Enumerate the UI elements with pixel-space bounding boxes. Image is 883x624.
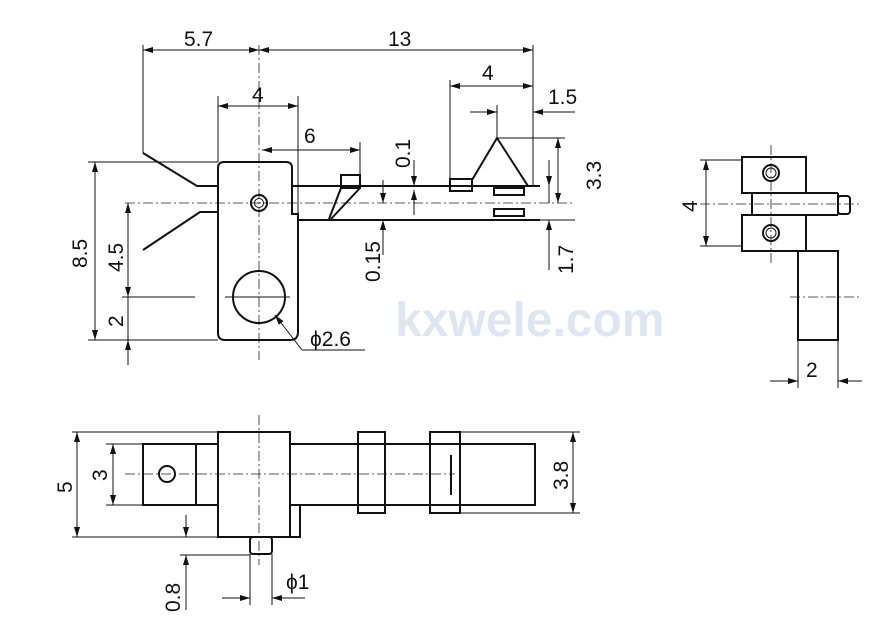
drawing-line	[195, 443, 219, 506]
bottom-dim-width: 5	[54, 481, 77, 493]
dim-actuator: 6	[304, 125, 316, 148]
dim-gap-lower: 0.15	[362, 241, 385, 282]
body-block	[217, 431, 291, 538]
bottom-pin	[249, 536, 273, 555]
lower-contact-blade	[142, 211, 540, 251]
front-view: 5.7 13 4 6 4 1.5 0.1 0.15 3.3 1.7 8.5	[69, 28, 606, 365]
mounting-plate	[217, 161, 299, 341]
ring-1	[357, 431, 386, 514]
dim-13: 13	[388, 28, 411, 51]
dim-bottom: 2	[105, 315, 128, 327]
contact-base	[449, 178, 473, 192]
dim-contact-height: 3.3	[583, 161, 606, 190]
dim-contact-zone: 4	[482, 62, 494, 85]
dim-hole-diameter: ϕ2.6	[310, 328, 351, 351]
dim-hole-offset: 4.5	[105, 243, 128, 272]
dim-contact-tip: 1.5	[548, 86, 577, 109]
lower-contact-point	[493, 208, 525, 217]
upper-contact-point	[493, 187, 525, 196]
watermark: kxwele.com	[395, 294, 664, 347]
side-pin	[837, 195, 851, 215]
dim-5-7: 5.7	[184, 28, 213, 51]
rivet-tab	[142, 443, 197, 506]
dim-total-height: 8.5	[69, 239, 92, 268]
upper-contact-blade	[142, 152, 540, 187]
actuator-tab	[340, 174, 361, 189]
contact-bump	[471, 136, 529, 187]
actuator-arm	[328, 187, 361, 220]
dim-plate-width: 4	[252, 84, 264, 107]
drawing-line	[254, 198, 264, 208]
dim-gap-upper: 0.1	[392, 139, 415, 168]
upper-rivet-block	[741, 156, 807, 194]
drawing-line	[274, 314, 303, 351]
rivet-hole	[250, 194, 268, 212]
shaft	[290, 443, 536, 506]
stem	[797, 250, 839, 341]
ring-2	[429, 431, 461, 514]
bottom-view: 5 3 3.8 0.8 ϕ1	[54, 415, 580, 612]
bottom-dim-pin-length: 0.8	[162, 583, 185, 612]
side-dim-stem: 2	[806, 359, 818, 382]
lower-rivet-block	[741, 214, 807, 252]
side-view: 4 2	[679, 145, 862, 388]
drawing-line	[289, 504, 301, 538]
dim-lower-blade: 1.7	[555, 245, 578, 274]
bottom-dim-tab: 3	[89, 469, 112, 481]
bottom-dim-shaft: 3.8	[550, 461, 573, 490]
side-dim-height: 4	[679, 200, 702, 212]
bottom-dim-pin-diameter: ϕ1	[286, 571, 309, 594]
